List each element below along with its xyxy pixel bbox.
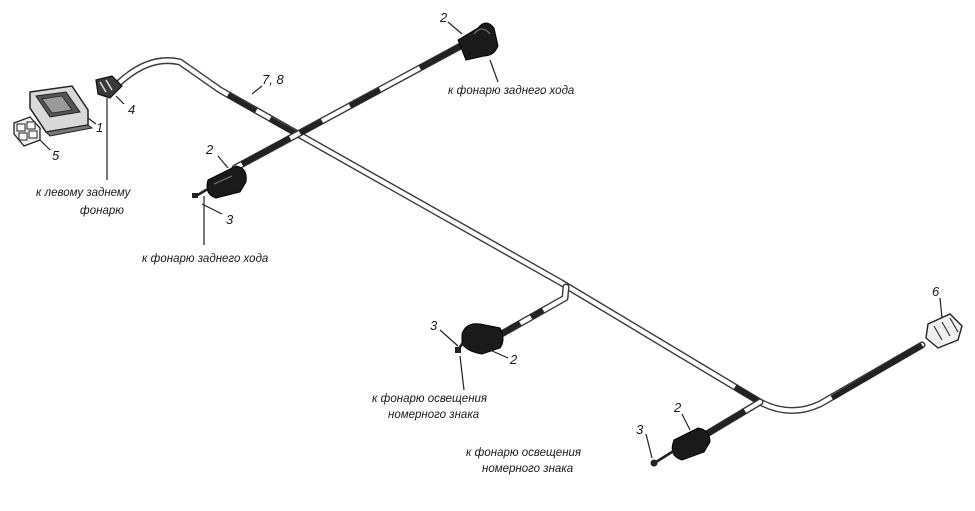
plug-4 [95,75,123,99]
caption-plate-lamp-middle-line2: номерного знака [388,409,479,421]
contact-3-left [192,188,208,198]
label-part-3-middle: 3 [430,318,438,333]
caption-left-rear-lamp-line2: фонарю [80,205,124,217]
label-part-3-left: 3 [226,212,234,227]
end-connector-6 [925,313,963,349]
label-part-2-bottom: 2 [673,400,682,415]
contact-3-middle [455,342,464,353]
label-part-5: 5 [52,148,60,163]
caption-plate-lamp-middle-line1: к фонарю освещения [372,393,487,405]
part-number-labels: 1 4 5 7, 8 2 2 3 3 2 2 3 6 [52,10,940,437]
contact-3-bottom [650,450,674,467]
label-part-2-top: 2 [439,10,448,25]
reverse-lamp-connector-left [206,165,247,199]
connector-1-block [29,85,94,137]
leader-lines [39,21,943,459]
caption-plate-lamp-bottom-line1: к фонарю освещения [466,447,581,459]
plate-lamp-bottom-branch-cable [696,398,764,442]
plate-lamp-connector-bottom [671,427,711,461]
main-harness-cable [116,57,926,415]
label-part-7-8: 7, 8 [262,72,284,87]
caption-plate-lamp-bottom-line2: номерного знака [482,463,573,475]
caption-reverse-lamp-left: к фонарю заднего хода [142,253,268,265]
reverse-lamp-connector-top [457,22,499,61]
connector-5-part [13,116,41,147]
label-part-1: 1 [96,120,103,135]
reverse-lamp-branch-cable [231,38,472,172]
plate-lamp-connector-middle [461,323,504,355]
caption-reverse-lamp-top: к фонарю заднего хода [448,85,574,97]
label-part-3-bottom: 3 [636,422,644,437]
label-part-4: 4 [128,102,135,117]
captions: к левому заднему фонарю к фонарю заднего… [36,85,581,475]
cable-hatching [226,92,924,405]
caption-left-rear-lamp-line1: к левому заднему [36,187,132,199]
label-part-6: 6 [932,284,940,299]
plate-lamp-branch-cable [494,283,570,340]
label-part-2-middle: 2 [509,352,518,367]
label-part-2-left: 2 [205,142,214,157]
